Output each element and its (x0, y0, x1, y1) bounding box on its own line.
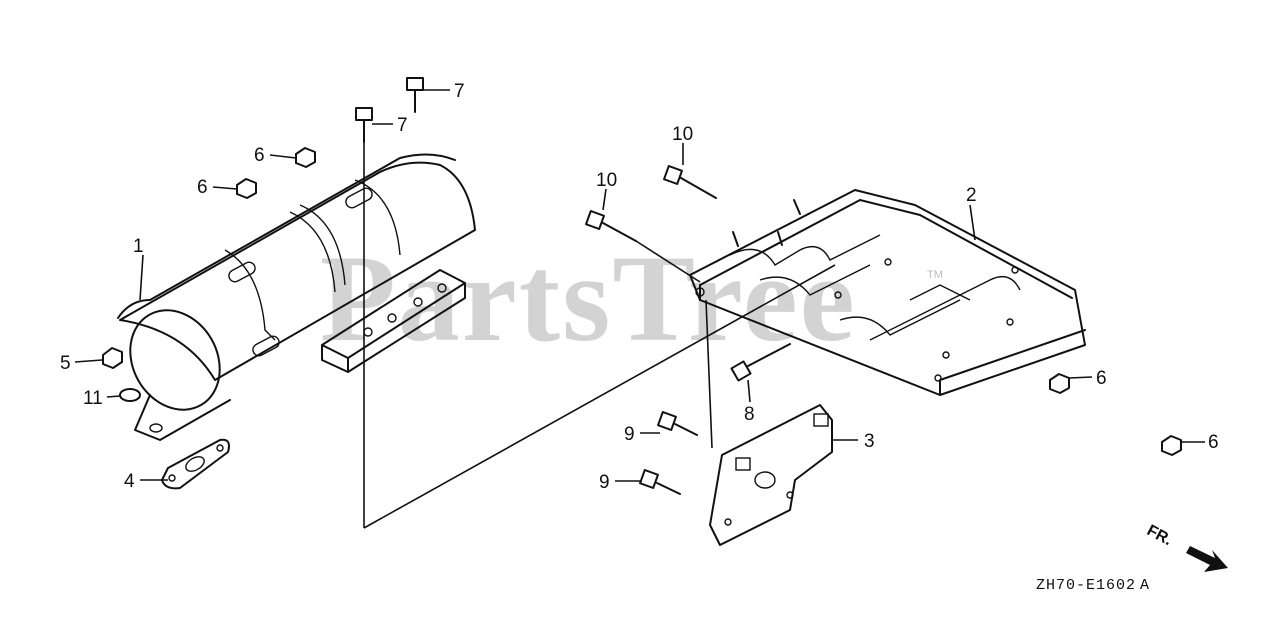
flange-nut-6a[interactable] (236, 178, 257, 199)
bolt-7a[interactable] (406, 77, 424, 113)
watermark: PartsTree (320, 230, 857, 367)
callout-7a: 7 (454, 81, 465, 102)
nut-5[interactable] (102, 347, 123, 369)
callout-10b: 10 (596, 170, 617, 191)
muffler-protector[interactable] (113, 153, 476, 441)
callout-10a: 10 (672, 124, 693, 145)
flange-nut-6d[interactable] (1161, 435, 1182, 456)
assembly-lines (363, 142, 836, 529)
callout-4: 4 (124, 471, 135, 492)
bolt-10a[interactable] (663, 165, 717, 199)
callout-7b: 7 (397, 115, 408, 136)
callout-1: 1 (133, 236, 144, 257)
bolt-10b[interactable] (585, 210, 637, 242)
bolt-8[interactable] (730, 343, 791, 382)
bolt-7b[interactable] (355, 107, 373, 143)
flange-nut-6c[interactable] (1049, 373, 1070, 394)
callout-2: 2 (966, 185, 977, 206)
diagram-code: ZH70-E1602 A (1036, 577, 1151, 594)
watermark-trademark: TM (927, 269, 943, 281)
bolt-9a[interactable] (657, 411, 698, 436)
leader-lines (74, 89, 1205, 482)
callout-6a: 6 (254, 145, 265, 166)
flange-nut-6b[interactable] (295, 147, 316, 168)
mounting-bracket[interactable] (709, 404, 833, 546)
callout-labels: 1 2 3 4 5 6 6 6 6 7 7 8 9 9 10 10 11 (60, 81, 1219, 493)
front-direction-arrow-icon (1186, 546, 1228, 572)
callout-11: 11 (83, 388, 103, 409)
callout-6c: 6 (1096, 368, 1107, 389)
callout-6b: 6 (197, 177, 208, 198)
callout-9b: 9 (599, 472, 610, 493)
callout-5: 5 (60, 353, 71, 374)
callout-9a: 9 (624, 424, 635, 445)
bolt-9b[interactable] (639, 469, 681, 495)
callout-3: 3 (864, 431, 875, 452)
callout-8: 8 (744, 404, 755, 425)
washer-11[interactable] (119, 388, 141, 402)
callout-6d: 6 (1208, 432, 1219, 453)
muffler-gasket[interactable] (161, 438, 230, 490)
heat-shield-plate[interactable] (689, 189, 1086, 396)
